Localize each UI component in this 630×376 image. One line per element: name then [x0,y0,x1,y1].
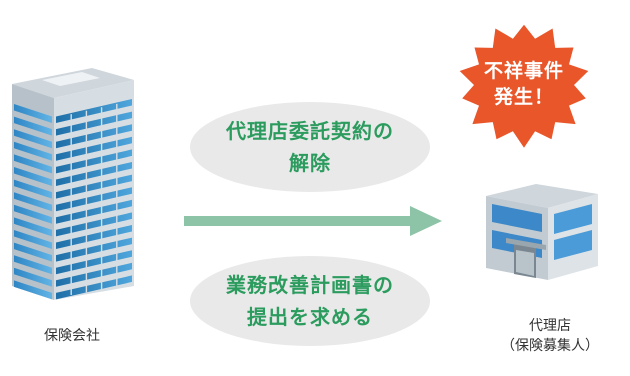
insurer-label: 保険会社 [44,328,100,344]
incident-label: 不祥事件 発生！ [478,58,570,110]
action-top-line1: 代理店委託契約の [226,119,394,143]
agency-label: 代理店 （保険募集人） [490,316,610,356]
incident-line2: 発生！ [493,86,554,108]
action-bottom-line1: 業務改善計画書の [226,273,394,297]
arrow-icon [184,206,442,236]
action-top-line2: 解除 [289,151,331,175]
action-ellipse-bottom: 業務改善計画書の 提出を求める [190,256,430,346]
action-ellipse-top: 代理店委託契約の 解除 [190,102,430,192]
burst-icon [459,24,589,148]
agency-label-line2: （保険募集人） [501,338,599,354]
incident-line1: 不祥事件 [483,60,564,82]
agency-label-line1: 代理店 [529,318,571,334]
insurer-building-icon [12,68,134,300]
action-bottom-line2: 提出を求める [247,305,373,329]
agency-building-icon [486,184,598,280]
